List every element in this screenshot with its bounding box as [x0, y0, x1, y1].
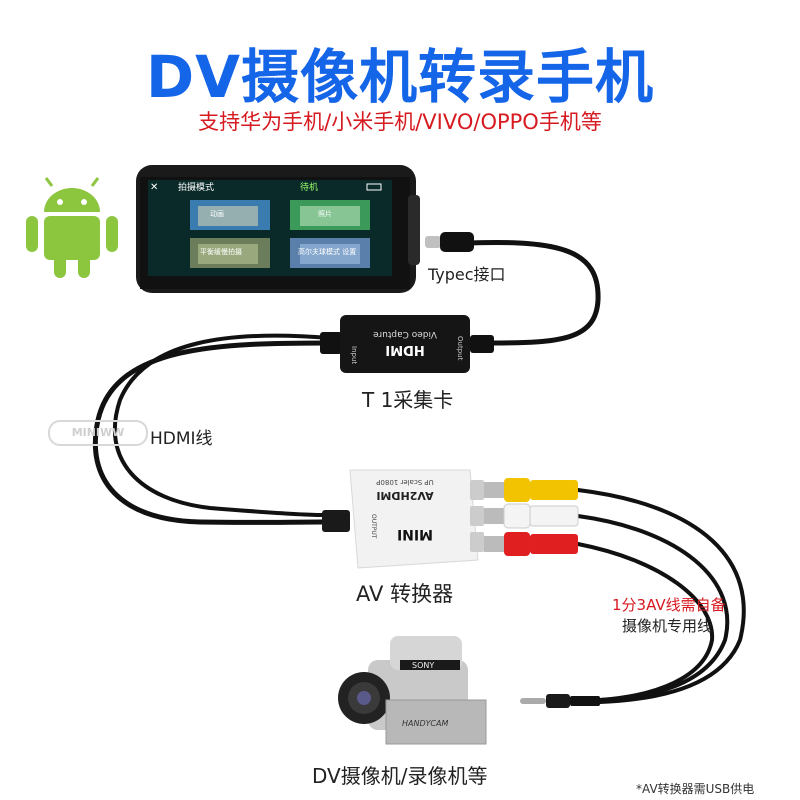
rca-plug-white: [484, 503, 579, 529]
page-title: DV摄像机转录手机: [145, 43, 655, 111]
typec-label: Typec接口: [428, 265, 506, 284]
phone-tile-1: 动画: [210, 209, 224, 218]
av-converter-label: AV 转换器: [356, 582, 454, 606]
camcorder: [338, 636, 487, 745]
footnote: *AV转换器需USB供电: [636, 782, 755, 796]
av-box-name: AV2HDMI: [376, 489, 433, 502]
brand-watermark: MINIWW: [48, 420, 148, 446]
av-box-output: OUTPUT: [370, 514, 377, 539]
camcorder-model: HANDYCAM: [402, 719, 448, 728]
phone-tile-4: 高尔夫球模式 设置: [298, 247, 356, 256]
cable-note-red: 1分3AV线需自备: [612, 596, 726, 614]
close-icon: ✕: [150, 182, 158, 193]
typec-plug: [425, 232, 474, 252]
capture-card-label: T 1采集卡: [362, 388, 454, 412]
phone-standby-text: 待机: [300, 181, 318, 193]
phone-tile-2: 照片: [318, 209, 332, 218]
android-icon: [26, 177, 118, 278]
capture-card-brand: HDMI: [385, 342, 424, 357]
capture-card: [320, 315, 494, 373]
av-box-brand: MINI: [397, 526, 433, 542]
capture-card-text: Video Capture: [373, 329, 437, 339]
phone-mode-text: 拍摄模式: [178, 181, 214, 193]
av-box-sub: UP Scaler 1080P: [376, 478, 434, 486]
rca-plug-yellow: [484, 478, 578, 502]
phone-tile-3: 平衡缓慢拍摄: [200, 247, 242, 256]
av-converter: [322, 469, 484, 569]
camcorder-brand: SONY: [412, 661, 434, 670]
rca-plug-red: [484, 532, 578, 556]
hdmi-cable-label: HDMI线: [150, 429, 213, 449]
page-subtitle: 支持华为手机/小米手机/VIVO/OPPO手机等: [198, 110, 602, 134]
smartphone: [136, 165, 420, 293]
cable-note-black: 摄像机专用线: [622, 617, 713, 635]
capture-card-input: Input: [350, 346, 358, 364]
battery-icon: [366, 183, 382, 191]
rca-cables: [576, 488, 746, 704]
dv-label: DV摄像机/录像机等: [312, 764, 488, 788]
hdmi-cable: [92, 333, 333, 525]
capture-card-output: Output: [456, 336, 464, 361]
audio-jack-plug: [520, 694, 600, 708]
typec-cable: [467, 240, 601, 346]
